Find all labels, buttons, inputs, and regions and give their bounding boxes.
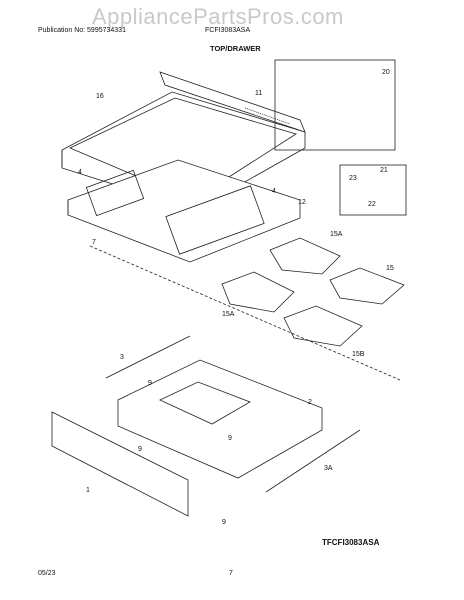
callout-label: 9	[222, 519, 226, 526]
drawer-window	[159, 381, 251, 425]
slide-right	[265, 429, 361, 493]
model-number: FCFI3083ASA	[205, 27, 251, 34]
callout-label: 4	[272, 188, 276, 195]
section-title: TOP/DRAWER	[210, 44, 261, 53]
callout-label: 9	[138, 446, 142, 453]
watermark: AppliancePartsPros.com	[92, 4, 344, 29]
callout-labels: 16 11 20 4 21 23 22 12 4 7 15A 15 15A 15…	[78, 69, 394, 526]
callout-label: 3A	[324, 465, 333, 472]
callout-label: 9	[148, 380, 152, 387]
induction-module-left	[85, 169, 145, 217]
callout-label: 1	[86, 487, 90, 494]
slide-left	[105, 335, 191, 379]
callout-label: 11	[255, 90, 262, 97]
callout-label: 9	[228, 435, 232, 442]
callout-label: 22	[368, 201, 376, 208]
pad-15a-top	[269, 237, 341, 275]
callout-label: 2	[308, 399, 312, 406]
induction-module-right	[165, 185, 265, 255]
drawer-front	[51, 411, 189, 517]
callout-label: 20	[382, 69, 390, 76]
callout-label: 15	[386, 265, 394, 272]
callout-label: 15A	[222, 311, 235, 318]
callout-label: 15B	[352, 351, 365, 358]
callout-label: 12	[298, 199, 306, 206]
inset-gasket	[274, 59, 396, 151]
inset-clips	[339, 164, 407, 216]
callout-label: 4	[78, 169, 82, 176]
callout-label: 15A	[330, 231, 343, 238]
publication-number: Publication No: 5995734331	[38, 27, 126, 34]
rear-trim	[159, 71, 306, 133]
footer-page-number: 7	[229, 570, 233, 577]
pad-15a-bottom	[221, 271, 295, 313]
callout-label: 7	[92, 239, 96, 246]
diagram-code: TFCFI3083ASA	[322, 538, 380, 547]
pad-15b	[283, 305, 363, 347]
callout-label: 3	[120, 354, 124, 361]
footer-date: 05/23	[38, 570, 56, 577]
pad-15	[329, 267, 405, 305]
callout-label: 16	[96, 93, 104, 100]
callout-label: 21	[380, 167, 388, 174]
callout-label: 23	[349, 175, 357, 182]
